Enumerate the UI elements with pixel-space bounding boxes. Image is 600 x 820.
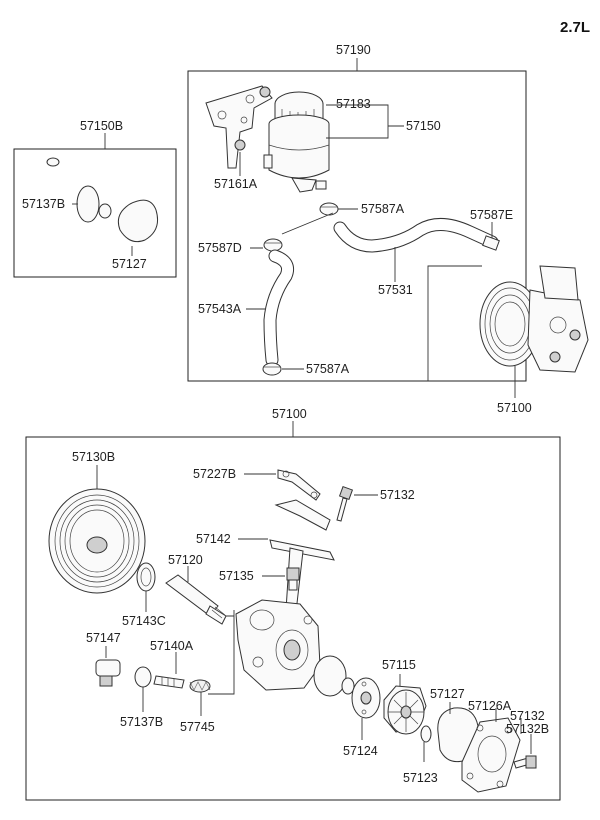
label-57587A-top: 57587A (361, 202, 405, 216)
leader-57132-57132B (520, 718, 532, 754)
oring-large (313, 655, 347, 697)
label-57132B: 57132B (506, 722, 549, 736)
fitting-57135 (286, 567, 300, 591)
clamp-57587A-bottom (262, 362, 282, 376)
shaft-57120 (165, 574, 227, 625)
label-57183: 57183 (336, 97, 371, 111)
leader-bracket-body (208, 610, 235, 695)
label-57190: 57190 (336, 43, 371, 57)
label-57100-box: 57100 (272, 407, 307, 421)
oil-reservoir (263, 91, 330, 193)
clamp-57587A-top (319, 202, 339, 216)
seal-kit-box (13, 148, 177, 278)
bracket-57227B (277, 469, 321, 501)
label-57120: 57120 (168, 553, 203, 567)
plate-57124 (351, 677, 381, 719)
label-57161A: 57161A (214, 177, 258, 191)
kit-small-oring (46, 157, 60, 167)
label-57587D: 57587D (198, 241, 242, 255)
label-57126A: 57126A (468, 699, 512, 713)
pulley-57130B (48, 488, 146, 594)
label-57745: 57745 (180, 720, 215, 734)
pump-assembly-illustration (427, 265, 589, 381)
oring-small (341, 677, 355, 695)
oil-seal-57143C (136, 562, 156, 592)
pipe-57142 (269, 499, 335, 613)
seal-kit-group: 57150B 57137B 57127 (13, 119, 177, 278)
kit-large-oring (76, 185, 100, 223)
label-57227B: 57227B (193, 467, 236, 481)
label-57123: 57123 (403, 771, 438, 785)
label-57143C: 57143C (122, 614, 166, 628)
suction-hose-57543A (263, 249, 295, 367)
reservoir-bracket (205, 85, 273, 169)
label-57137B-kit: 57137B (22, 197, 65, 211)
bracket-nut (234, 139, 246, 151)
engine-label: 2.7L (560, 19, 590, 36)
label-57587A-bottom: 57587A (306, 362, 350, 376)
cartridge-57115 (383, 685, 427, 735)
cover-57126A (461, 717, 521, 793)
connector-57147 (95, 659, 121, 687)
label-57531: 57531 (378, 283, 413, 297)
pump-components-box (25, 436, 561, 801)
label-57132: 57132 (510, 709, 545, 723)
label-57127: 57127 (430, 687, 465, 701)
pump-components-group: 57100 (25, 407, 561, 801)
clamp-57587D (263, 238, 283, 252)
label-57587E: 57587E (470, 208, 513, 222)
leader-57587D (250, 212, 334, 249)
label-57132-top: 57132 (380, 488, 415, 502)
valve-57140A (153, 675, 185, 689)
label-57130B: 57130B (72, 450, 115, 464)
label-57150: 57150 (406, 119, 441, 133)
bolt-57132-top (336, 485, 354, 522)
pump-box-notch (427, 265, 482, 381)
kit-medium-oring (98, 203, 112, 219)
oring-57123 (420, 725, 432, 743)
label-57115: 57115 (382, 658, 416, 672)
label-57135: 57135 (219, 569, 254, 583)
label-57147: 57147 (86, 631, 121, 645)
label-57137B: 57137B (120, 715, 163, 729)
label-57150B: 57150B (80, 119, 123, 133)
bolt-57132B (513, 755, 537, 769)
label-57140A: 57140A (150, 639, 194, 653)
kit-gasket (117, 199, 159, 243)
label-57543A: 57543A (198, 302, 242, 316)
return-hose-57531 (333, 218, 499, 253)
leader-57183-57150 (326, 104, 404, 139)
clamp-57587E (482, 235, 500, 251)
pump-body (235, 599, 321, 691)
reservoir-assembly-group: 57190 (187, 43, 527, 382)
reservoir-group-box (187, 70, 527, 382)
label-57127-kit: 57127 (112, 257, 147, 271)
spring-57745 (189, 679, 211, 693)
label-57124: 57124 (343, 744, 378, 758)
label-57100-top: 57100 (497, 401, 532, 415)
label-57142: 57142 (196, 532, 231, 546)
oring-57137B (134, 666, 152, 688)
